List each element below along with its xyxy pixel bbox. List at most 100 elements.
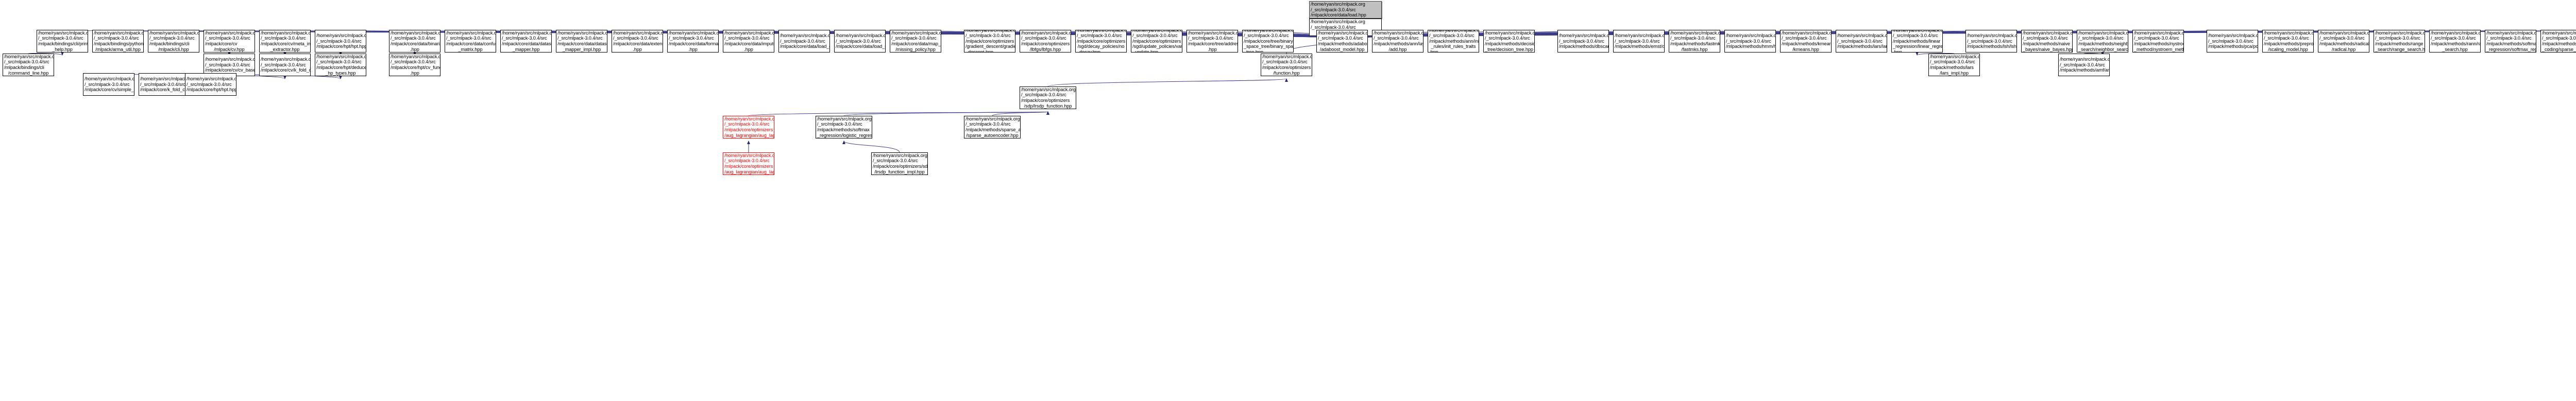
graph-node-methods_amf[interactable]: /home/ryan/src/mlpack.org/_src/mlpack-3.… — [1372, 30, 1423, 53]
graph-node-methods_sparse_coding[interactable]: /home/ryan/src/mlpack.org/_src/mlpack-3.… — [2540, 30, 2576, 53]
graph-node-data_grid_search[interactable]: /home/ryan/src/mlpack.org/_src/mlpack-3.… — [389, 54, 440, 76]
graph-node-opt_sgd[interactable]: /home/ryan/src/mlpack.org/_src/mlpack-3.… — [1075, 30, 1127, 53]
graph-node-bindings_cli_hpp[interactable]: /home/ryan/src/mlpack.org/_src/mlpack-3.… — [148, 30, 199, 53]
graph-node-line: /home/ryan/src/mlpack.org — [1132, 30, 1182, 33]
graph-node-aug_lag_flag[interactable]: /home/ryan/src/mlpack.org/_src/mlpack-3.… — [723, 152, 774, 175]
graph-node-line: /mlpack/cv.hpp — [214, 46, 245, 52]
graph-node-methods_dbscan[interactable]: /home/ryan/src/mlpack.org/_src/mlpack-3.… — [1557, 30, 1609, 53]
graph-node-hpt_deduce[interactable]: /home/ryan/src/mlpack.org/_src/mlpack-3.… — [185, 73, 236, 96]
graph-node-root[interactable]: /home/ryan/src/mlpack.org/_src/mlpack-3.… — [1309, 1, 1382, 19]
graph-node-methods_nca[interactable]: /home/ryan/src/mlpack.org/_src/mlpack-3.… — [2077, 30, 2128, 53]
graph-node-line: /home/ryan/src/mlpack.org — [1967, 33, 2017, 39]
graph-node-data_normalize_labels[interactable]: /home/ryan/src/mlpack.org/_src/mlpack-3.… — [964, 30, 1015, 53]
graph-node-line: /home/ryan/src/mlpack.org — [891, 30, 941, 36]
graph-node-cv_cv_base[interactable]: /home/ryan/src/mlpack.org/_src/mlpack-3.… — [83, 73, 134, 96]
graph-node-line: /_src/mlpack-3.0.4/src — [724, 36, 770, 41]
graph-node-methods_softmax[interactable]: /home/ryan/src/mlpack.org/_src/mlpack-3.… — [2485, 30, 2536, 53]
graph-node-line: /home/ryan/src/mlpack.org — [2431, 30, 2481, 36]
graph-node-data_load_csv[interactable]: /home/ryan/src/mlpack.org/_src/mlpack-3.… — [778, 30, 830, 53]
graph-node-line: /home/ryan/src/mlpack.org — [1077, 30, 1127, 33]
graph-node-line: /_src/mlpack-3.0.4/src — [391, 36, 436, 41]
graph-node-line: /_src/mlpack-3.0.4/src — [1837, 38, 1883, 44]
graph-node-line: /home/ryan/src/mlpack.org — [316, 33, 366, 39]
graph-node-methods_hmm[interactable]: /home/ryan/src/mlpack.org/_src/mlpack-3.… — [1780, 30, 1832, 53]
graph-node-methods_cf[interactable]: /home/ryan/src/mlpack.org/_src/mlpack-3.… — [1483, 30, 1535, 53]
graph-node-methods_adaboost[interactable]: /home/ryan/src/mlpack.org/_src/mlpack-3.… — [1316, 30, 1368, 53]
graph-node-line: /aug_lagrangian/aug_lagrangian.hpp — [724, 132, 774, 138]
graph-node-line: /mlpack/core/optimizers — [724, 164, 773, 169]
graph-node-methods_range_search[interactable]: /home/ryan/src/mlpack.org/_src/mlpack-3.… — [2374, 30, 2425, 53]
graph-node-tree_rect_tree[interactable]: /home/ryan/src/mlpack.org/_src/mlpack-3.… — [1261, 54, 1312, 76]
graph-node-line: /mlpack/methods/neighbor — [2078, 41, 2128, 46]
graph-node-data_confusion[interactable]: /home/ryan/src/mlpack.org/_src/mlpack-3.… — [445, 30, 496, 53]
graph-node-methods_perceptron[interactable]: /home/ryan/src/mlpack.org/_src/mlpack-3.… — [2262, 30, 2314, 53]
graph-node-hub2[interactable]: /home/ryan/src/mlpack.org/_src/mlpack-3.… — [1020, 86, 1076, 109]
graph-node-methods_emst[interactable]: /home/ryan/src/mlpack.org/_src/mlpack-3.… — [1669, 30, 1720, 53]
graph-node-data_binarize[interactable]: /home/ryan/src/mlpack.org/_src/mlpack-3.… — [389, 30, 440, 53]
graph-node-py_arma_util[interactable]: /home/ryan/src/mlpack.org/_src/mlpack-3.… — [92, 30, 144, 53]
graph-node-cli_print_help[interactable]: /home/ryan/src/mlpack.org/_src/mlpack-3.… — [37, 30, 88, 53]
graph-node-hpt_cv_fn[interactable]: /home/ryan/src/mlpack.org/_src/mlpack-3.… — [204, 54, 255, 76]
graph-node-cv_kfold[interactable]: /home/ryan/src/mlpack.org/_src/mlpack-3.… — [139, 73, 190, 96]
graph-node-methods_ann_init[interactable]: /home/ryan/src/mlpack.org/_src/mlpack-3.… — [1428, 30, 1479, 53]
graph-node-line: _search.hpp — [2442, 46, 2468, 52]
graph-node-line: /sgd/update_policies/vanilla — [1132, 44, 1182, 49]
graph-node-methods_hoeffding[interactable]: /home/ryan/src/mlpack.org/_src/mlpack-3.… — [1836, 30, 1887, 53]
graph-node-data_imputer[interactable]: /home/ryan/src/mlpack.org/_src/mlpack-3.… — [723, 30, 774, 53]
graph-node-tree_binary_space[interactable]: /home/ryan/src/mlpack.org/_src/mlpack-3.… — [1242, 30, 1294, 53]
graph-node-lin_reg_impl[interactable]: /home/ryan/src/mlpack.org/_src/mlpack-3.… — [816, 116, 872, 138]
graph-node-line: /_src/mlpack-3.0.4/src — [1311, 7, 1356, 12]
graph-node-tree_cover_tree[interactable]: /home/ryan/src/mlpack.org/_src/mlpack-3.… — [1187, 30, 1238, 53]
graph-node-line: /home/ryan/src/mlpack.org — [1188, 30, 1238, 36]
graph-node-log_reg_impl[interactable]: /home/ryan/src/mlpack.org/_src/mlpack-3.… — [964, 116, 1021, 138]
graph-node-cv_simple_cv[interactable]: /home/ryan/src/mlpack.org/_src/mlpack-3.… — [259, 54, 311, 76]
graph-node-line: /mlpack/core/cv/cv_base.hpp — [205, 67, 255, 73]
graph-node-methods_hoeffding_flag[interactable]: /home/ryan/src/mlpack.org/_src/mlpack-3.… — [723, 116, 774, 138]
graph-node-line: /home/ryan/src/mlpack.org — [38, 30, 88, 36]
graph-node-methods_rann[interactable]: /home/ryan/src/mlpack.org/_src/mlpack-3.… — [2429, 30, 2481, 53]
graph-node-data_ft_type[interactable]: /home/ryan/src/mlpack.org/_src/mlpack-3.… — [315, 54, 366, 76]
graph-node-data_load_impl[interactable]: /home/ryan/src/mlpack.org/_src/mlpack-3.… — [834, 30, 886, 53]
graph-node-line: .hpp — [1429, 49, 1438, 53]
graph-node-line: /home/ryan/src/mlpack.org — [2023, 30, 2073, 36]
graph-node-core_hpt_hpp[interactable]: /home/ryan/src/mlpack.org/_src/mlpack-3.… — [315, 30, 366, 53]
graph-node-line: /_src/mlpack-3.0.4/src — [2208, 38, 2253, 44]
graph-node-line: /mlpack/methods/nystroem — [2134, 41, 2184, 46]
graph-node-data_dataset_mapper_impl[interactable]: /home/ryan/src/mlpack.org/_src/mlpack-3.… — [556, 30, 607, 53]
graph-node-opt_sgd_update[interactable]: /home/ryan/src/mlpack.org/_src/mlpack-3.… — [1131, 30, 1182, 53]
graph-node-methods_det[interactable]: /home/ryan/src/mlpack.org/_src/mlpack-3.… — [1613, 30, 1665, 53]
graph-node-line: _method/nystroem_method.hpp — [2134, 46, 2183, 52]
graph-node-methods_kernel_pca[interactable]: /home/ryan/src/mlpack.org/_src/mlpack-3.… — [1891, 30, 1943, 53]
graph-node-lrsdp_function[interactable]: /home/ryan/src/mlpack.org/_src/mlpack-3.… — [871, 152, 928, 175]
graph-node-data_dataset_mapper[interactable]: /home/ryan/src/mlpack.org/_src/mlpack-3.… — [500, 30, 552, 53]
graph-node-data_map_policies[interactable]: /home/ryan/src/mlpack.org/_src/mlpack-3.… — [890, 30, 941, 53]
graph-node-ann_ffn[interactable]: /home/ryan/src/mlpack.org/_src/mlpack-3.… — [1928, 54, 1980, 76]
graph-node-line: /_src/mlpack-3.0.4/src — [1485, 36, 1530, 41]
graph-node-line: /mlpack/core/data/format — [669, 41, 719, 46]
graph-node-methods_lsh[interactable]: /home/ryan/src/mlpack.org/_src/mlpack-3.… — [1965, 30, 2017, 53]
graph-node-line: _search/range_search.hpp — [2375, 46, 2425, 52]
graph-node-line: /home/ryan/src/mlpack.org — [1559, 33, 1609, 39]
graph-node-methods_matrix_comp[interactable]: /home/ryan/src/mlpack.org/_src/mlpack-3.… — [2021, 30, 2073, 53]
graph-node-data_extension[interactable]: /home/ryan/src/mlpack.org/_src/mlpack-3.… — [612, 30, 663, 53]
graph-node-methods_gmm[interactable]: /home/ryan/src/mlpack.org/_src/mlpack-3.… — [1724, 30, 1776, 53]
graph-node-line: /adaboost_model.hpp — [1319, 46, 1365, 52]
graph-node-line: _hp_types.hpp — [325, 70, 356, 76]
graph-node-cli_cmd_line[interactable]: /home/ryan/src/mlpack.org/_src/mlpack-3.… — [3, 54, 54, 76]
graph-node-line: /mlpack/core/hpt/deduce — [316, 65, 366, 70]
graph-node-methods_pca[interactable]: /home/ryan/src/mlpack.org/_src/mlpack-3.… — [2207, 30, 2258, 53]
graph-node-line: /command_line.hpp — [8, 70, 49, 76]
graph-node-opt_lbfgs[interactable]: /home/ryan/src/mlpack.org/_src/mlpack-3.… — [1020, 30, 1071, 53]
graph-node-line: /mlpack/bindings/cli/print — [38, 41, 88, 46]
graph-node-line: /mlpack/methods/fastmks — [1670, 41, 1720, 46]
graph-node-line: /home/ryan/src/mlpack.org — [391, 54, 440, 59]
graph-node-line: /_src/mlpack-3.0.4/src — [836, 38, 881, 44]
graph-node-core_meta_info[interactable]: /home/ryan/src/mlpack.org/_src/mlpack-3.… — [259, 30, 311, 53]
graph-node-ann_rnn[interactable]: /home/ryan/src/mlpack.org/_src/mlpack-3.… — [2058, 54, 2110, 76]
graph-node-line: /mlpack/methods/adaboost — [1318, 41, 1368, 46]
graph-node-methods_radical[interactable]: /home/ryan/src/mlpack.org/_src/mlpack-3.… — [2318, 30, 2369, 53]
graph-node-methods_nmf[interactable]: /home/ryan/src/mlpack.org/_src/mlpack-3.… — [2132, 30, 2184, 53]
graph-node-line: /_src/mlpack-3.0.4/src — [1021, 36, 1066, 41]
graph-node-core_cv_hpp[interactable]: /home/ryan/src/mlpack.org/_src/mlpack-3.… — [204, 30, 255, 53]
graph-node-data_format[interactable]: /home/ryan/src/mlpack.org/_src/mlpack-3.… — [667, 30, 719, 53]
